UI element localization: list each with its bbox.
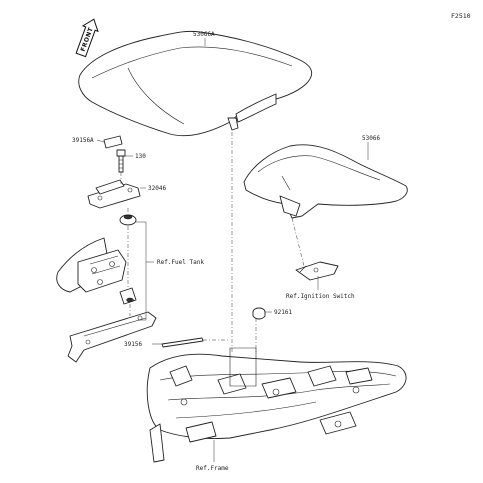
callout-grommet: 92161 — [274, 309, 292, 316]
callout-ref-frame[interactable]: Ref.Frame — [196, 465, 229, 472]
leader-39156A — [96, 139, 105, 143]
callout-ref-fuel-tank[interactable]: Ref.Fuel Tank — [157, 259, 204, 266]
strap-part[interactable] — [103, 135, 123, 149]
seat-lock-bracket[interactable] — [67, 311, 157, 363]
callout-ref-ignition-switch[interactable]: Ref.Ignition Switch — [286, 293, 355, 300]
front-seat[interactable] — [78, 30, 313, 137]
bracket-part[interactable] — [87, 179, 141, 209]
callout-bolt: 130 — [135, 153, 146, 160]
rear-seat[interactable] — [243, 144, 408, 219]
leader-ref-fuel-tank — [136, 221, 154, 321]
callout-strip: 39156 — [124, 341, 142, 348]
rear-frame[interactable] — [146, 347, 407, 463]
bolt-part[interactable] — [116, 149, 126, 173]
callout-strap: 39156A — [72, 137, 94, 144]
ref-line-rear-seat — [291, 217, 305, 267]
figure-code: F2510 — [451, 12, 471, 20]
callout-bracket: 32046 — [148, 185, 166, 192]
callout-rear-seat: 53066 — [362, 135, 380, 142]
grommet-part[interactable] — [252, 307, 266, 320]
ignition-switch-cover[interactable] — [295, 261, 339, 281]
callout-front-seat: 53066A — [193, 31, 215, 38]
front-arrow-icon: FRONT — [75, 18, 99, 58]
fuel-tank-bracket[interactable] — [56, 237, 137, 305]
strip-part[interactable] — [161, 337, 204, 348]
damper-rubber[interactable] — [119, 214, 137, 226]
